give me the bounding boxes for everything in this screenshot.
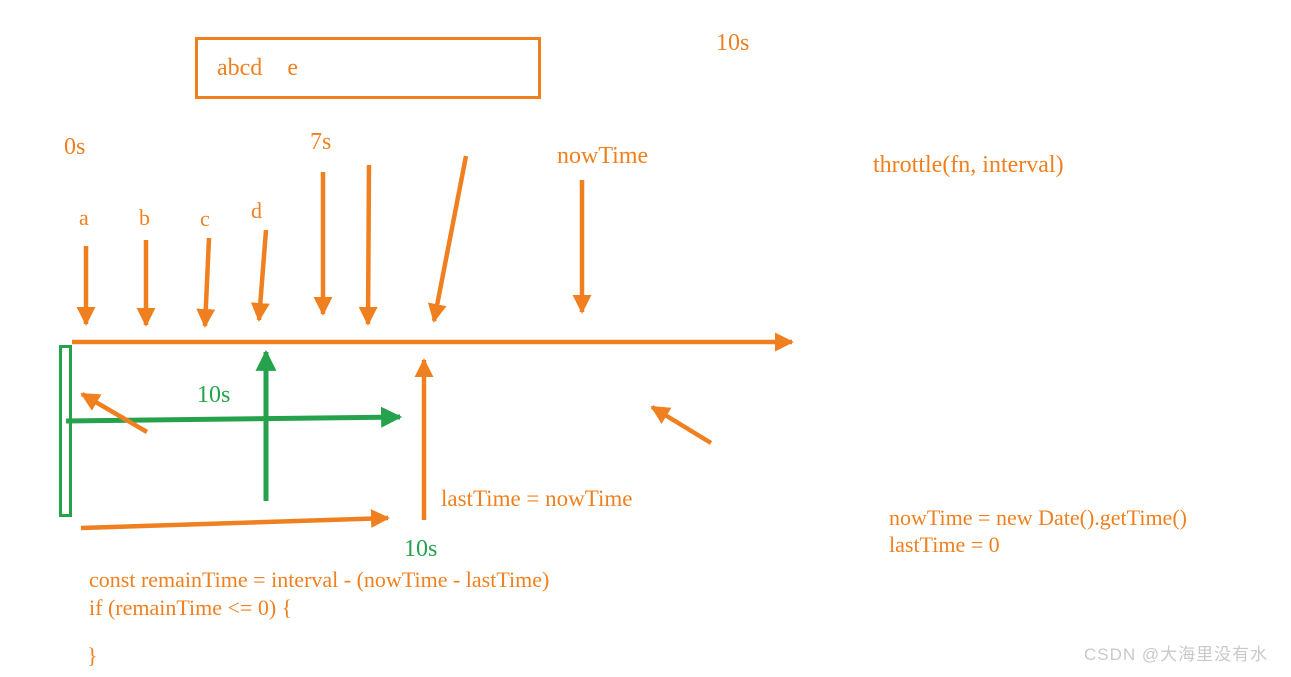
label-event-a: a [79,205,89,230]
timeline-pointer-arrow [650,405,713,445]
event-sequence-e: e [287,54,298,81]
label-7s: 7s [310,129,332,155]
event-c-arrow [196,237,216,328]
label-10s-bottom: 10s [404,536,438,562]
code-remaintime: const remainTime = interval - (nowTime -… [89,567,550,592]
interval-10s-arrow [65,406,403,428]
event-d-arrow [250,229,270,322]
code-lasttime-init: lastTime = 0 [889,532,1000,557]
event-slanted-arrow [427,155,469,323]
event-sequence-box: abcd e [195,37,541,99]
label-10s-interval: 10s [197,382,231,408]
label-event-b: b [139,205,150,230]
label-throttle-signature: throttle(fn, interval) [873,152,1064,178]
label-nowtime: nowTime [557,143,649,169]
watermark: CSDN @大海里没有水 [1084,645,1269,664]
code-nowtime-init: nowTime = new Date().getTime() [889,505,1187,530]
label-lasttime-assignment: lastTime = nowTime [441,486,633,511]
label-0s: 0s [64,134,86,160]
label-event-d: d [251,198,262,223]
elapsed-bottom-arrow [80,509,390,531]
code-closing-brace: } [87,643,98,668]
event-sequence-abcd: abcd [217,54,263,81]
code-if-statement: if (remainTime <= 0) { [89,595,293,620]
event-7s-arrow-2 [358,164,378,326]
label-event-c: c [200,206,210,231]
label-10s-top: 10s [716,30,750,56]
start-pointer-arrow [80,392,149,434]
start-marker-rect [59,345,72,517]
